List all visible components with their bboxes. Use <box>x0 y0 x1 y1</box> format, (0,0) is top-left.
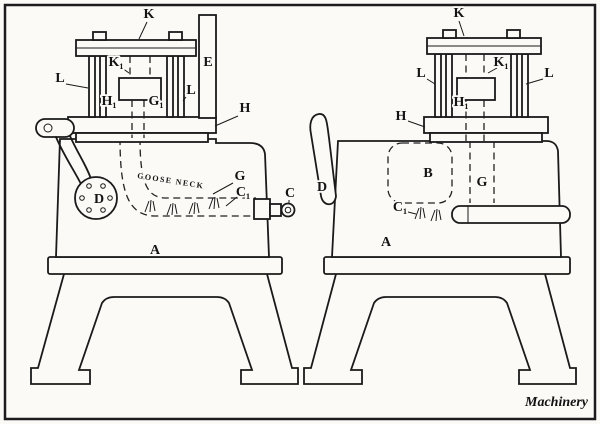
pivot-disc <box>74 176 118 220</box>
left-base-flange <box>47 256 283 275</box>
label-G-left: G <box>235 169 246 184</box>
pot-B-outline <box>387 142 453 204</box>
label-H-left: H <box>240 101 251 116</box>
pour-spout-tip <box>269 203 282 217</box>
left-support-bracket <box>35 118 75 138</box>
label-L2-left: L <box>186 83 195 98</box>
label-C1-left: C₁ <box>236 185 250 200</box>
label-H1-left: H₁ <box>101 94 116 109</box>
label-A-right: A <box>381 235 392 250</box>
right-base-flange <box>323 256 571 275</box>
label-L1-left: L <box>55 71 64 86</box>
lever-arm-edge <box>55 136 82 185</box>
label-G-right: G <box>477 175 488 190</box>
left-crossbar-bolt <box>168 31 183 41</box>
right-platen <box>423 116 549 134</box>
label-K-left: K <box>144 7 155 22</box>
label-C: C <box>285 186 295 201</box>
bracket-pin <box>43 123 53 133</box>
label-H-right: H <box>396 109 407 124</box>
label-B: B <box>423 166 432 181</box>
left-crossbar-bolt <box>92 31 107 41</box>
channel-G-dashed <box>469 141 495 203</box>
label-D-left: D <box>94 192 104 207</box>
goose-neck-tube-inner <box>139 137 256 199</box>
left-ram-block <box>118 77 162 101</box>
right-leader-lines <box>407 20 544 215</box>
right-ram-block <box>456 77 496 101</box>
right-body <box>331 140 562 258</box>
right-platen-plate <box>429 132 543 143</box>
bar-E <box>198 14 217 119</box>
left-machine-drawing: K K₁ L L E H₁ G₁ H GOOSE NECK G C₁ C D A <box>30 5 299 385</box>
label-H1-right: H₁ <box>453 95 468 110</box>
label-K-right: K <box>454 6 465 21</box>
label-G1-left: G₁ <box>148 94 163 109</box>
nozzle-ring-hole <box>284 206 292 214</box>
pivot-disc-bolt-holes <box>79 183 113 213</box>
label-A-left: A <box>150 243 161 258</box>
right-post <box>521 53 529 118</box>
label-C1-right: C₁ <box>393 200 407 215</box>
goose-neck-tube <box>119 137 256 217</box>
right-machine-drawing: K K₁ L L H₁ H D B G C₁ A <box>303 4 577 385</box>
lever-strap-D <box>309 113 337 206</box>
right-post <box>445 53 453 118</box>
left-post <box>166 55 174 118</box>
left-stand <box>30 273 299 385</box>
left-post <box>177 55 185 118</box>
right-stand <box>303 273 577 385</box>
right-crossbar-bolt <box>506 29 521 39</box>
shot-cylinder <box>451 205 571 224</box>
label-D-right: D <box>317 180 327 195</box>
label-L1-right: L <box>416 66 425 81</box>
right-post <box>434 53 442 118</box>
right-post <box>510 53 518 118</box>
left-leader-lines <box>65 21 290 207</box>
left-post <box>88 55 96 118</box>
right-crossbar-bolt <box>442 29 457 39</box>
publication-credit: Machinery <box>524 395 589 410</box>
label-E: E <box>203 55 212 70</box>
left-platen-plate <box>75 132 209 143</box>
nozzle-ring <box>280 202 296 218</box>
label-L2-right: L <box>544 66 553 81</box>
left-platen <box>67 116 217 134</box>
label-K1-left: K₁ <box>108 55 123 70</box>
label-K1-right: K₁ <box>493 55 508 70</box>
pour-spout <box>253 198 271 220</box>
right-ram-dashed <box>465 54 485 141</box>
